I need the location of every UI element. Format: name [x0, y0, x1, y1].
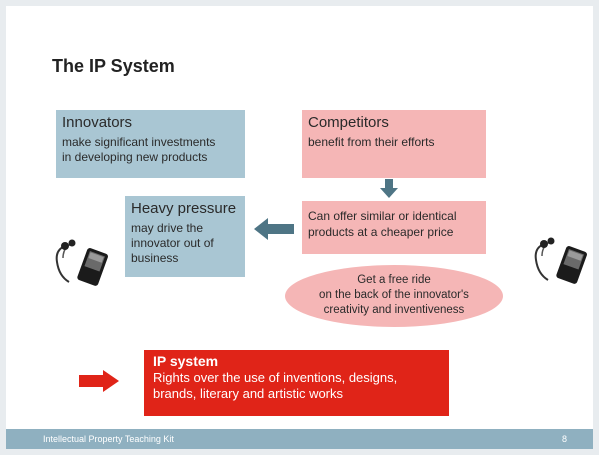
competitors-text: benefit from their efforts — [308, 135, 435, 149]
heavy-pressure-text-line: innovator out of — [131, 236, 214, 250]
innovators-text: make significant investments in developi… — [62, 135, 239, 165]
free-ride-line: on the back of the innovator's — [319, 289, 469, 301]
competitors-heading: Competitors — [308, 114, 389, 131]
free-ride-ellipse: Get a free ride on the back of the innov… — [285, 265, 503, 327]
innovators-heading: Innovators — [62, 114, 133, 131]
slide: The IP System Innovators make significan… — [6, 6, 593, 449]
arrow-left-icon — [254, 218, 294, 240]
slide-title: The IP System — [52, 56, 175, 76]
innovators-text-line: make significant investments — [62, 135, 216, 149]
offer-text-line: products at a cheaper price — [308, 225, 454, 239]
arrow-right-icon — [79, 370, 119, 392]
offer-text: Can offer similar or identical products … — [308, 208, 480, 240]
competitors-box: Competitors benefit from their efforts — [302, 110, 486, 178]
offer-box: Can offer similar or identical products … — [302, 201, 486, 254]
footer-text: Intellectual Property Teaching Kit — [43, 434, 174, 444]
free-ride-line: creativity and inventiveness — [323, 304, 465, 316]
innovators-text-line: in developing new products — [62, 150, 208, 164]
ip-system-text-line: brands, literary and artistic works — [153, 386, 344, 401]
innovators-box: Innovators make significant investments … — [56, 110, 245, 178]
heavy-pressure-text: may drive the innovator out of business — [131, 221, 239, 266]
ip-system-text: Rights over the use of inventions, desig… — [153, 370, 440, 402]
free-ride-line: Get a free ride — [357, 274, 431, 286]
ip-system-box: IP system Rights over the use of inventi… — [144, 350, 449, 416]
ip-system-heading: IP system — [153, 353, 219, 369]
ip-system-text-line: Rights over the use of inventions, desig… — [153, 370, 398, 385]
offer-text-line: Can offer similar or identical — [308, 209, 457, 223]
heavy-pressure-box: Heavy pressure may drive the innovator o… — [125, 196, 245, 277]
heavy-pressure-heading: Heavy pressure — [131, 200, 237, 217]
arrow-down-icon — [380, 179, 398, 198]
page-number: 8 — [561, 434, 567, 444]
media-player-icon — [55, 239, 108, 286]
footer-bar: Intellectual Property Teaching Kit 8 — [6, 429, 593, 449]
heavy-pressure-text-line: business — [131, 251, 179, 265]
heavy-pressure-text-line: may drive the — [131, 221, 204, 235]
media-player-icon — [534, 237, 587, 284]
